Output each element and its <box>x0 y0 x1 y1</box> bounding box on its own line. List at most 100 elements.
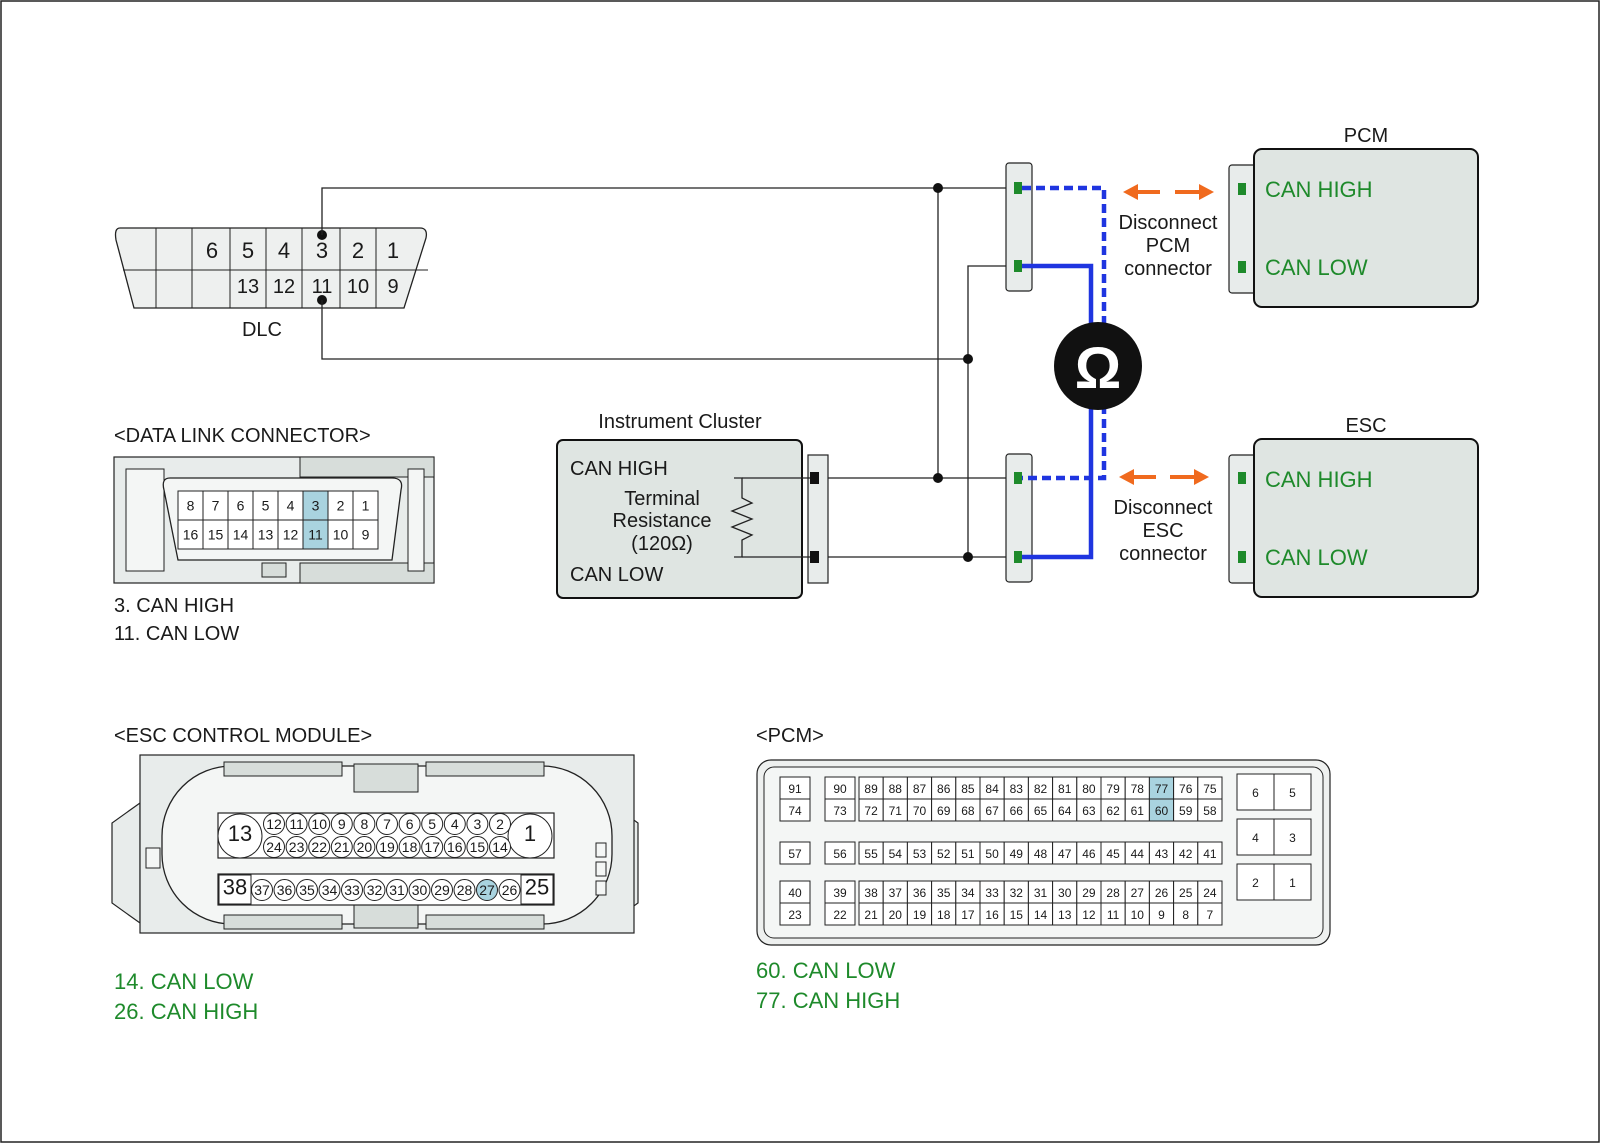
pcm-pin-label: 66 <box>1010 804 1024 818</box>
resistor-label: (120Ω) <box>631 533 693 555</box>
dlc-pin-label: 1 <box>387 238 399 263</box>
pcm-pin-label: 31 <box>1034 886 1048 900</box>
esc-pin-cell <box>431 879 453 901</box>
esc-pin-label: 26 <box>502 882 518 898</box>
esc-pin-label: 29 <box>434 882 450 898</box>
pcm-pin-label: 2 <box>1252 876 1259 890</box>
pcm-pin-label: 29 <box>1082 886 1096 900</box>
esc-pin-cell <box>308 836 331 858</box>
pcm-pin-label: 35 <box>937 886 951 900</box>
esc-pin-cell <box>330 836 353 858</box>
esc-pin-cell <box>443 836 466 858</box>
pcm-pin-label: 16 <box>985 908 999 922</box>
esc-pin-cell <box>398 813 421 835</box>
pcm-pin-label: 40 <box>788 886 802 900</box>
esc-pin-cell <box>296 879 318 901</box>
pcm-pin-label: 25 <box>1179 886 1193 900</box>
esc-pin-label: 18 <box>402 839 418 855</box>
dlc-detail-pin-label: 9 <box>362 527 370 543</box>
esc-pin-cell <box>273 879 296 901</box>
pcm-pin-label: 59 <box>1179 804 1193 818</box>
dlc-detail-pin-label: 7 <box>212 498 220 514</box>
dlc-pin-label: 4 <box>278 238 290 263</box>
dlc-detail-pin-cell <box>352 519 379 550</box>
pcm-pin-label: 56 <box>833 847 847 861</box>
esc-pin-cell <box>285 836 308 858</box>
pcm-pin-label: 11 <box>1107 908 1120 922</box>
pcm-pin-label: 19 <box>913 908 927 922</box>
dlc-detail-pin-cell <box>202 490 229 521</box>
pcm-pin-label: 74 <box>788 804 802 818</box>
dlc-detail-pin-cell <box>227 519 254 550</box>
esc-pin-label: 16 <box>447 839 463 855</box>
dlc-detail-pin-label: 11 <box>308 527 323 543</box>
pcm-pin-label: 85 <box>961 782 975 796</box>
esc-pin-label: 11 <box>289 816 304 832</box>
pcm-pin-label: 15 <box>1010 908 1024 922</box>
pcm-pin-cell <box>1273 773 1312 811</box>
resistor-symbol <box>730 477 754 558</box>
esc-pin-label: 14 <box>492 839 508 855</box>
esc-connector-note: 14. CAN LOW <box>114 969 254 994</box>
pcm-pin-label: 47 <box>1058 847 1072 861</box>
pcm-pin-label: 73 <box>833 804 847 818</box>
pcm-pin-cell <box>1197 902 1223 926</box>
esc-pin-cell <box>466 813 489 835</box>
pcm-pin-label: 42 <box>1179 847 1193 861</box>
esc-pin-cell <box>330 813 353 835</box>
dlc-pin-label: 3 <box>316 238 328 263</box>
esc-pin-label: 22 <box>311 839 327 855</box>
pcm-can-low-label: CAN LOW <box>1265 255 1368 280</box>
pcm-pin-label: 67 <box>985 804 999 818</box>
pcm-pin-label: 71 <box>889 804 903 818</box>
pcm-pin-label: 12 <box>1082 908 1096 922</box>
dlc-detail-pin-label: 14 <box>233 527 249 543</box>
esc-pin-cell <box>218 874 252 905</box>
esc-pin-cell <box>443 813 466 835</box>
dlc-detail-pin-label: 10 <box>333 527 349 543</box>
pcm-pin-label: 49 <box>1010 847 1024 861</box>
pcm-pin-label: 72 <box>864 804 878 818</box>
pcm-pin-label: 70 <box>913 804 927 818</box>
pcm-pin-label: 34 <box>961 886 975 900</box>
esc-pin-label: 5 <box>428 816 436 832</box>
disconnect-pcm-label: Disconnect <box>1119 212 1218 234</box>
dlc-detail-pin-cell <box>327 519 354 550</box>
pcm-pin-label: 89 <box>864 782 878 796</box>
pcm-pin-cell <box>824 902 856 926</box>
can-wiring <box>321 187 1012 558</box>
wire-junctions <box>933 183 973 562</box>
dlc-detail-pin-label: 6 <box>237 498 245 514</box>
dlc-pin-label: 9 <box>387 276 398 298</box>
esc-pin-cell <box>308 813 331 835</box>
ohmmeter-symbol: Ω <box>1054 322 1142 410</box>
dlc-detail-pin-label: 1 <box>362 498 370 514</box>
dlc-detail-pin-label: 15 <box>208 527 224 543</box>
dlc-connector-face: 6 5 4 3 2 1 13 12 11 10 9 DLC <box>114 227 428 341</box>
pcm-pin-label: 83 <box>1010 782 1024 796</box>
pcm-pin-label: 60 <box>1155 804 1169 818</box>
pcm-pin-label: 61 <box>1131 804 1145 818</box>
instrument-cluster: Instrument Cluster CAN HIGH CAN LOW Term… <box>556 411 829 599</box>
pcm-pin-label: 79 <box>1106 782 1120 796</box>
dlc-detail-pin-label: 12 <box>283 527 299 543</box>
pcm-harness-connector <box>1005 162 1033 292</box>
esc-pin-cell <box>466 836 489 858</box>
pcm-pin-label: 7 <box>1207 908 1214 922</box>
pcm-pin-label: 78 <box>1131 782 1145 796</box>
cluster-can-high-label: CAN HIGH <box>570 458 668 480</box>
pcm-pin-label: 88 <box>889 782 903 796</box>
dlc-detail-pin-cell <box>202 519 229 550</box>
dlc-label: DLC <box>242 319 282 341</box>
esc-pin-label: 4 <box>451 816 459 832</box>
pcm-connector-note: 60. CAN LOW <box>756 958 896 983</box>
cluster-can-low-label: CAN LOW <box>570 564 663 586</box>
pcm-pin-label: 81 <box>1058 782 1072 796</box>
pcm-module: PCM CAN HIGH CAN LOW <box>1228 125 1479 308</box>
esc-pin-cell <box>353 813 376 835</box>
esc-pin-cell <box>217 813 263 859</box>
esc-pin-label: 36 <box>277 882 293 898</box>
dlc-detail-pin-cell <box>302 519 329 550</box>
pcm-pin-label: 26 <box>1155 886 1169 900</box>
pcm-pin-label: 30 <box>1058 886 1072 900</box>
